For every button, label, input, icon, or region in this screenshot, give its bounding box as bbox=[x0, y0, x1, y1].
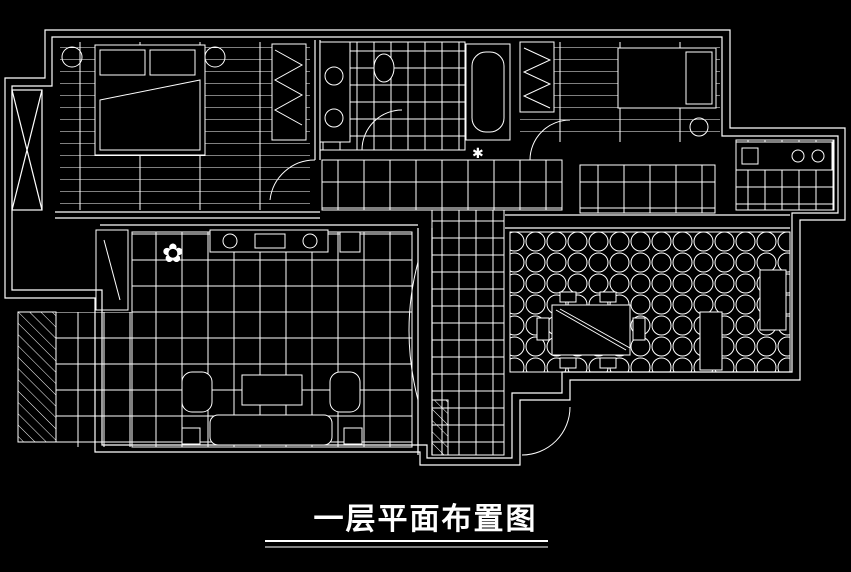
arched-opening bbox=[408, 261, 419, 401]
door-swing bbox=[269, 159, 316, 201]
corridor-floor bbox=[321, 159, 563, 211]
tv-cabinet bbox=[209, 229, 361, 253]
entry-door bbox=[521, 406, 571, 456]
plant-icon: ✿ bbox=[162, 239, 184, 269]
svg-text:✱: ✱ bbox=[472, 146, 484, 162]
drawing-title: 一层平面布置图 bbox=[313, 502, 538, 537]
sink bbox=[324, 108, 344, 128]
cabinet bbox=[95, 229, 129, 311]
double-bed bbox=[61, 44, 226, 156]
stove bbox=[811, 149, 825, 163]
dining-table bbox=[536, 291, 646, 369]
sofa-set bbox=[181, 371, 363, 446]
stove bbox=[791, 149, 805, 163]
wardrobe bbox=[271, 43, 307, 141]
sink bbox=[324, 66, 344, 86]
fridge bbox=[759, 269, 787, 331]
corridor-floor bbox=[579, 164, 716, 214]
bathtub bbox=[465, 43, 511, 141]
living-floor bbox=[131, 231, 413, 448]
single-bed bbox=[617, 47, 717, 109]
balcony-hatch bbox=[17, 311, 57, 443]
toilet bbox=[373, 53, 395, 83]
